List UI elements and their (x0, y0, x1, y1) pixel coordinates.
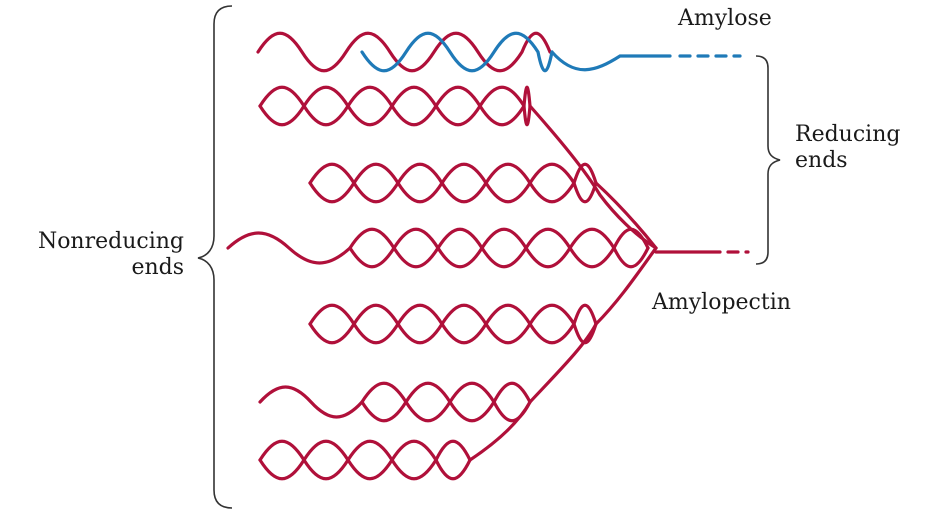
reducing-ends-label: Reducing ends (795, 122, 900, 175)
amylopectin-branch-3 (594, 246, 658, 326)
amylopectin-lead-in-lower (258, 385, 364, 419)
amylopectin-lead-in-middle (226, 231, 352, 265)
amylopectin-helix-1-strand-b (258, 85, 532, 127)
reducing-label-line1: Reducing (795, 122, 901, 147)
reducing-label-line2: ends (795, 148, 848, 174)
amylopectin-branch-5 (468, 400, 532, 462)
amylopectin-helix-2-strand-b (308, 162, 598, 204)
amylopectin-helix-3-strand-a (348, 227, 650, 269)
nonreducing-label-line1: Nonreducing (37, 229, 184, 254)
amylopectin-strands (226, 31, 750, 481)
amylopectin-helix-6-strand-a (258, 439, 472, 481)
nonreducing-ends-label: Nonreducing ends (38, 229, 184, 282)
amylopectin-helix-3-strand-b (348, 227, 650, 269)
amylose-strands (360, 31, 742, 73)
amylopectin-helix-5-strand-b (360, 381, 532, 423)
amylopectin-label: Amylopectin (652, 290, 791, 315)
amylose-tail (550, 50, 672, 72)
nonreducing-ends-brace (197, 5, 233, 509)
reducing-ends-brace (755, 55, 781, 265)
amylopectin-helix-6-strand-b (258, 439, 472, 481)
amylopectin-helix-1-strand-a (258, 85, 532, 127)
nonreducing-label-line2: ends (131, 255, 184, 281)
amylose-label: Amylose (678, 6, 772, 31)
amylopectin-helix-4-strand-a (308, 303, 598, 345)
amylopectin-branch-1 (528, 104, 658, 250)
amylopectin-branch-4 (528, 322, 598, 404)
amylopectin-helix-5-strand-a (360, 381, 532, 423)
amylopectin-helix-4-strand-b (308, 303, 598, 345)
amylose-helix-strand (360, 31, 554, 73)
amylopectin-branch-2 (594, 181, 658, 250)
amylose-lead-red-strand (256, 31, 552, 73)
amylopectin-helix-2-strand-a (308, 162, 598, 204)
